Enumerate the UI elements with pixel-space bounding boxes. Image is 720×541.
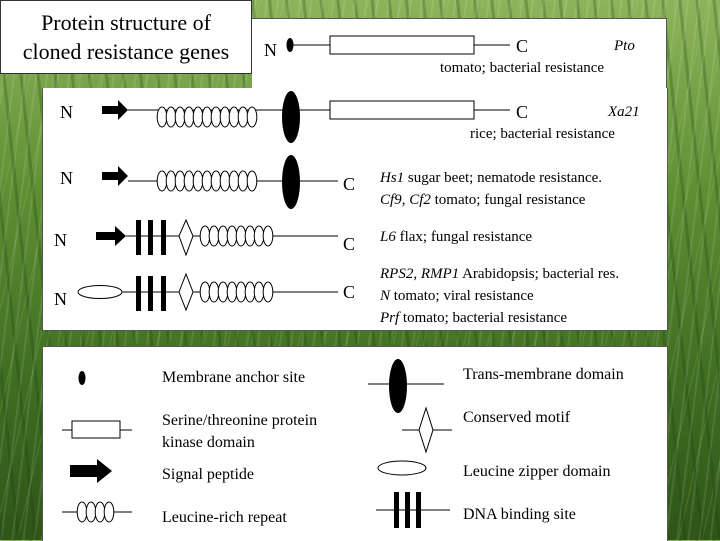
gene-name-xa21: Xa21	[608, 104, 640, 120]
gene-name-rmp1: RMP1	[420, 266, 460, 282]
legend-dna-binding-label: DNA binding site	[463, 506, 576, 523]
trans-membrane-shape	[282, 155, 300, 209]
legend-membrane-anchor-label: Membrane anchor site	[162, 369, 306, 386]
c-terminus-label: C	[516, 102, 529, 122]
membrane-anchor-shape	[286, 38, 294, 52]
gene-name-cf2: Cf2	[409, 192, 431, 208]
legend-lrr-icon	[62, 501, 132, 523]
gene-desc-l6: L6 flax; fungal resistance	[380, 229, 533, 245]
legend-leucine-zipper-icon	[377, 460, 427, 476]
signal-peptide-shape	[102, 100, 128, 120]
legend-dna-binding-icon	[376, 492, 450, 528]
lrr-shape	[199, 281, 274, 303]
legend-conserved-motif-icon	[402, 406, 452, 454]
signal-peptide-shape	[96, 226, 126, 246]
legend-kinase-label-line1: Serine/threonine protein	[162, 412, 318, 429]
gene-desc-rps2: RPS2, RMP1 Arabidopsis; bacterial res.	[380, 266, 620, 282]
slide-title: Protein structure of cloned resistance g…	[0, 0, 252, 74]
signal-peptide-shape	[102, 166, 128, 186]
row-rps2-protein	[77, 272, 338, 312]
legend-trans-membrane-label: Trans-membrane domain	[463, 366, 624, 383]
gene-desc-prf: Prf tomato; bacterial resistance	[380, 310, 568, 326]
n-terminus-label: N	[54, 289, 67, 309]
trans-membrane-shape	[282, 91, 300, 143]
gene-name-prf: Prf	[380, 310, 400, 326]
legend-signal-peptide-label: Signal peptide	[162, 466, 254, 483]
kinase-domain-shape	[329, 35, 475, 55]
gene-name-cf9: Cf9	[380, 192, 402, 208]
gene-name-l6: L6	[380, 229, 396, 245]
legend-leucine-zipper-label: Leucine zipper domain	[463, 463, 611, 480]
gene-name-n: N	[380, 288, 391, 304]
c-terminus-label: C	[516, 36, 529, 56]
gene-diagram-panel-main	[42, 88, 668, 331]
lrr-shape	[199, 225, 274, 247]
title-line-2: cloned resistance genes	[22, 39, 230, 64]
lrr-shape	[156, 106, 258, 128]
gene-name-hs1: Hs1	[380, 170, 405, 186]
legend-trans-membrane-icon	[368, 359, 444, 413]
gene-desc-cf9: Cf9, Cf2 tomato; fungal resistance	[380, 192, 586, 208]
kinase-domain-shape	[329, 100, 475, 120]
title-line-1: Protein structure of	[41, 10, 211, 35]
row-l6-protein	[96, 218, 338, 257]
legend-kinase-label-line2: kinase domain	[162, 434, 255, 451]
n-terminus-label: N	[60, 102, 73, 122]
conserved-motif-shape	[178, 218, 194, 257]
legend-membrane-anchor-icon	[78, 371, 86, 385]
gene-desc-hs1: Hs1 sugar beet; nematode resistance.	[380, 170, 603, 186]
gene-desc-xa21: rice; bacterial resistance	[470, 126, 615, 142]
legend-conserved-motif-label: Conserved motif	[463, 409, 571, 426]
legend-signal-peptide-icon	[70, 459, 112, 483]
n-terminus-label: N	[54, 230, 67, 250]
row-xa21-protein	[102, 91, 510, 143]
n-terminus-label: N	[60, 168, 73, 188]
leucine-zipper-shape	[77, 285, 123, 299]
c-terminus-label: C	[343, 282, 356, 302]
legend-kinase-icon	[62, 420, 132, 439]
legend-panel	[42, 346, 668, 541]
dna-binding-shape	[136, 276, 166, 311]
gene-desc-pto: tomato; bacterial resistance	[440, 60, 605, 76]
n-terminus-label: N	[264, 40, 277, 60]
gene-name-pto: Pto	[614, 38, 635, 54]
c-terminus-label: C	[343, 174, 356, 194]
lrr-shape	[156, 170, 258, 192]
legend-lrr-label: Leucine-rich repeat	[162, 509, 287, 526]
row-hs1-protein	[102, 155, 338, 209]
conserved-motif-shape	[178, 272, 194, 312]
gene-desc-n: N tomato; viral resistance	[380, 288, 534, 304]
gene-name-rps2: RPS2	[380, 266, 414, 282]
dna-binding-shape	[136, 220, 166, 255]
c-terminus-label: C	[343, 234, 356, 254]
row-pto-protein	[286, 35, 510, 55]
